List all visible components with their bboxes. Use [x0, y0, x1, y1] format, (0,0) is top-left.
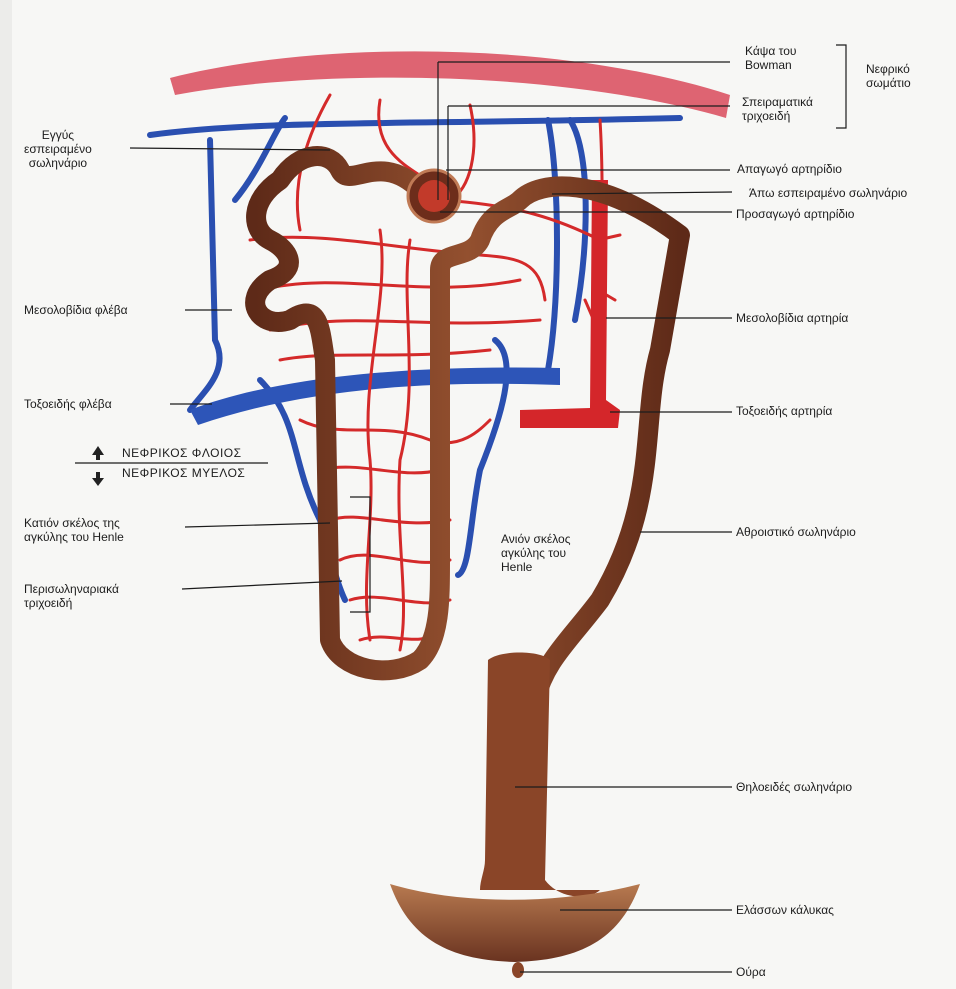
label-peritubular-capillaries: Περισωληναριακά τριχοειδή [24, 582, 119, 610]
label-bowman-capsule: Κάψα του Bowman [745, 44, 796, 72]
label-distal-tubule: Άπω εσπειραμένο σωληνάριο [749, 186, 907, 200]
papillary-duct-shape [480, 653, 600, 897]
top-artery-band [170, 51, 730, 118]
label-efferent-arteriole: Απαγωγό αρτηρίδιο [737, 162, 842, 176]
label-arcuate-artery: Τοξοειδής αρτηρία [736, 404, 832, 418]
glomerulus-shape [418, 180, 450, 212]
label-arcuate-vein: Τοξοειδής φλέβα [24, 397, 112, 411]
cortex-arrow-icon [92, 446, 104, 460]
label-collecting-duct: Αθροιστικό σωληνάριο [736, 525, 856, 539]
leader-lines [75, 45, 846, 972]
label-minor-calyx: Ελάσσων κάλυκας [736, 903, 834, 917]
medulla-arrow-icon [92, 472, 104, 486]
zone-medulla-label: ΝΕΦΡΙΚΟΣ ΜΥΕΛΟΣ [122, 466, 245, 480]
label-papillary-duct: Θηλοειδές σωληνάριο [736, 780, 852, 794]
label-interlobular-vein: Μεσολοβίδια φλέβα [24, 303, 128, 317]
label-interlobular-artery: Μεσολοβίδια αρτηρία [736, 311, 848, 325]
label-ascending-limb: Ανιόν σκέλος αγκύλης του Henle [501, 532, 571, 574]
label-glomerular-capillaries: Σπειραματικά τριχοειδή [742, 95, 813, 123]
interlobular-artery-trunk [520, 180, 620, 428]
label-afferent-arteriole: Προσαγωγό αρτηρίδιο [736, 207, 854, 221]
urine-drop [512, 962, 524, 978]
label-urine: Ούρα [736, 965, 766, 979]
label-descending-limb: Κατιόν σκέλος της αγκύλης του Henle [24, 516, 124, 544]
label-proximal-tubule: Εγγύς εσπειραμένο σωληνάριο [24, 128, 92, 170]
minor-calyx-shape [390, 884, 640, 962]
label-renal-corpuscle: Νεφρικό σωμάτιο [866, 62, 911, 90]
zone-cortex-label: ΝΕΦΡΙΚΟΣ ΦΛΟΙΟΣ [122, 446, 242, 460]
